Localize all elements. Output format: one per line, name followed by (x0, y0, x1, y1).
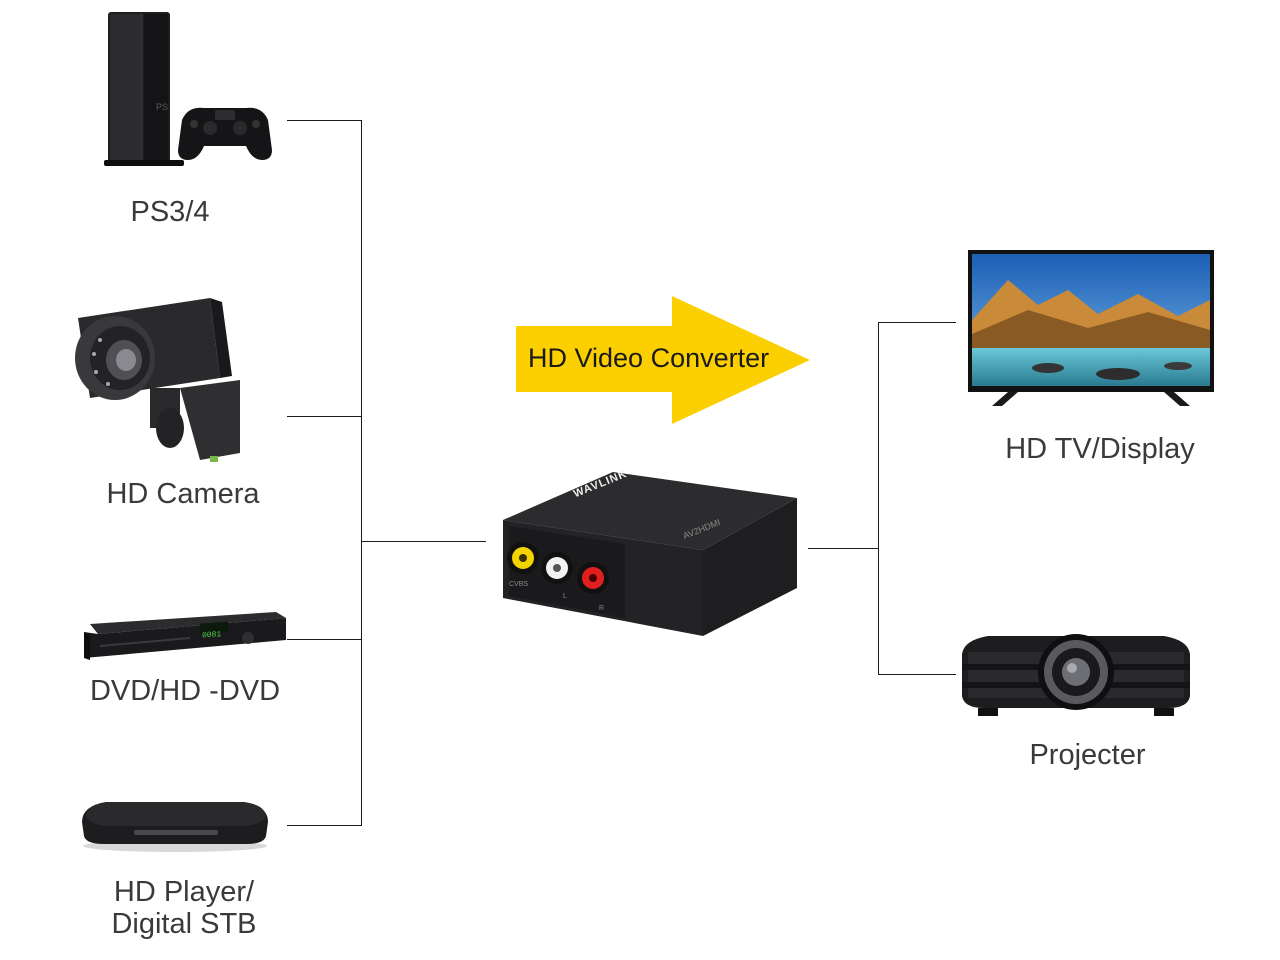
camera-label: HD Camera (106, 478, 260, 510)
svg-text:PS: PS (156, 102, 168, 112)
projector-label: Projecter (1029, 739, 1146, 771)
connector-ps-horizontal (287, 120, 362, 121)
connector-dvd-horizontal (287, 639, 362, 640)
stb-label-line2: Digital STB (111, 908, 257, 940)
projector-icon (958, 624, 1194, 720)
dvd-label: DVD/HD -DVD (89, 675, 281, 707)
left-bracket-vertical (361, 120, 362, 826)
stb-label-line1: HD Player/ (113, 876, 255, 908)
converter-device: CVBS L R (495, 458, 800, 638)
tv-display-icon (968, 250, 1214, 406)
converter-arrow (516, 296, 812, 424)
connector-stb-horizontal (287, 825, 362, 826)
ps-label: PS3/4 (130, 196, 210, 228)
svg-text:0081: 0081 (202, 630, 221, 640)
connector-tv-horizontal (878, 322, 956, 323)
tv-label: HD TV/Display (1005, 433, 1195, 465)
connector-from-converter (808, 548, 878, 549)
set-top-box-icon (76, 784, 274, 854)
connector-to-converter (362, 541, 486, 542)
svg-text:L: L (563, 593, 567, 600)
security-camera-icon (60, 288, 260, 473)
connector-projector-horizontal (878, 674, 956, 675)
arrow-label: HD Video Converter (528, 343, 770, 373)
right-bracket-vertical (878, 322, 879, 675)
svg-text:R: R (599, 605, 604, 612)
dvd-player-icon: 0081 (80, 610, 290, 665)
connector-camera-horizontal (287, 416, 362, 417)
game-console-icon: PS (100, 10, 275, 170)
svg-text:CVBS: CVBS (509, 581, 528, 588)
